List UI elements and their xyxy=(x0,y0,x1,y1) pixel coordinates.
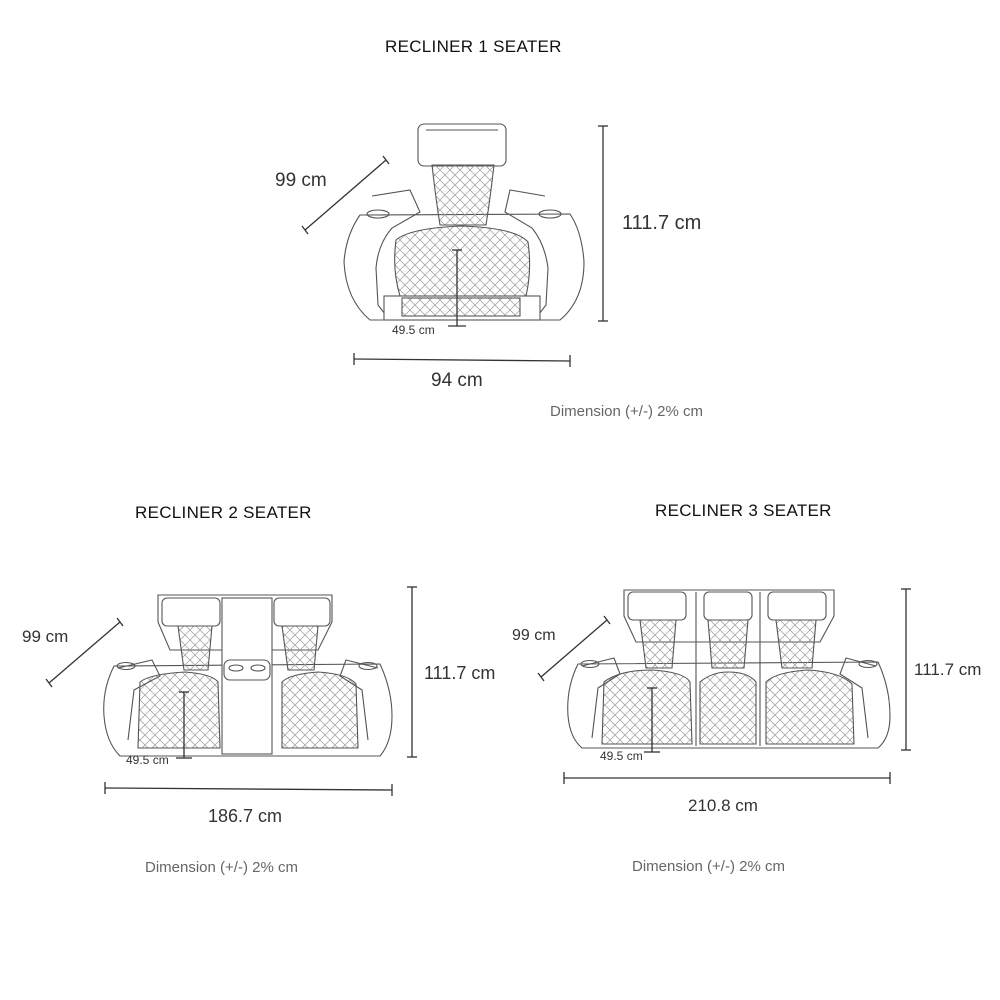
three-seater-depth-label: 99 cm xyxy=(512,627,556,644)
recliner-3-seater-title: RECLINER 3 SEATER xyxy=(655,501,832,520)
two-seater-width-label: 186.7 cm xyxy=(208,806,282,826)
two-seater-depth-line xyxy=(48,621,121,684)
three-seater-drawing xyxy=(567,589,891,749)
recliner-1-seater-title: RECLINER 1 SEATER xyxy=(385,37,562,56)
two-seater-seat-height-label: 49.5 cm xyxy=(126,753,169,767)
two-seater-height-label: 111.7 cm xyxy=(424,663,495,683)
tolerance-note-1-seater: Dimension (+/-) 2% cm xyxy=(550,403,703,420)
three-seater-height-label: 111.7 cm xyxy=(914,660,981,679)
one-seater-depth-line xyxy=(304,159,387,231)
one-seater-dimensions xyxy=(301,125,608,367)
recliner-2-seater-title: RECLINER 2 SEATER xyxy=(135,503,312,522)
one-seater-width-label: 94 cm xyxy=(431,370,483,391)
tolerance-note-3-seater: Dimension (+/-) 2% cm xyxy=(632,858,785,875)
two-seater-dimensions xyxy=(45,586,417,796)
one-seater-drawing xyxy=(343,123,585,321)
two-seater-depth-label: 99 cm xyxy=(22,627,68,646)
one-seater-seat-height-label: 49.5 cm xyxy=(392,323,435,337)
three-seater-depth-line xyxy=(540,619,608,678)
tolerance-note-2-seater: Dimension (+/-) 2% cm xyxy=(145,859,298,876)
one-seater-height-label: 111.7 cm xyxy=(622,212,701,234)
three-seater-seat-height-label: 49.5 cm xyxy=(600,749,643,763)
three-seater-dimensions xyxy=(537,588,911,784)
one-seater-width-line xyxy=(353,358,571,362)
two-seater-width-line xyxy=(104,787,393,791)
two-seater-drawing xyxy=(103,594,393,757)
three-seater-width-label: 210.8 cm xyxy=(688,796,758,815)
one-seater-depth-label: 99 cm xyxy=(275,170,327,191)
